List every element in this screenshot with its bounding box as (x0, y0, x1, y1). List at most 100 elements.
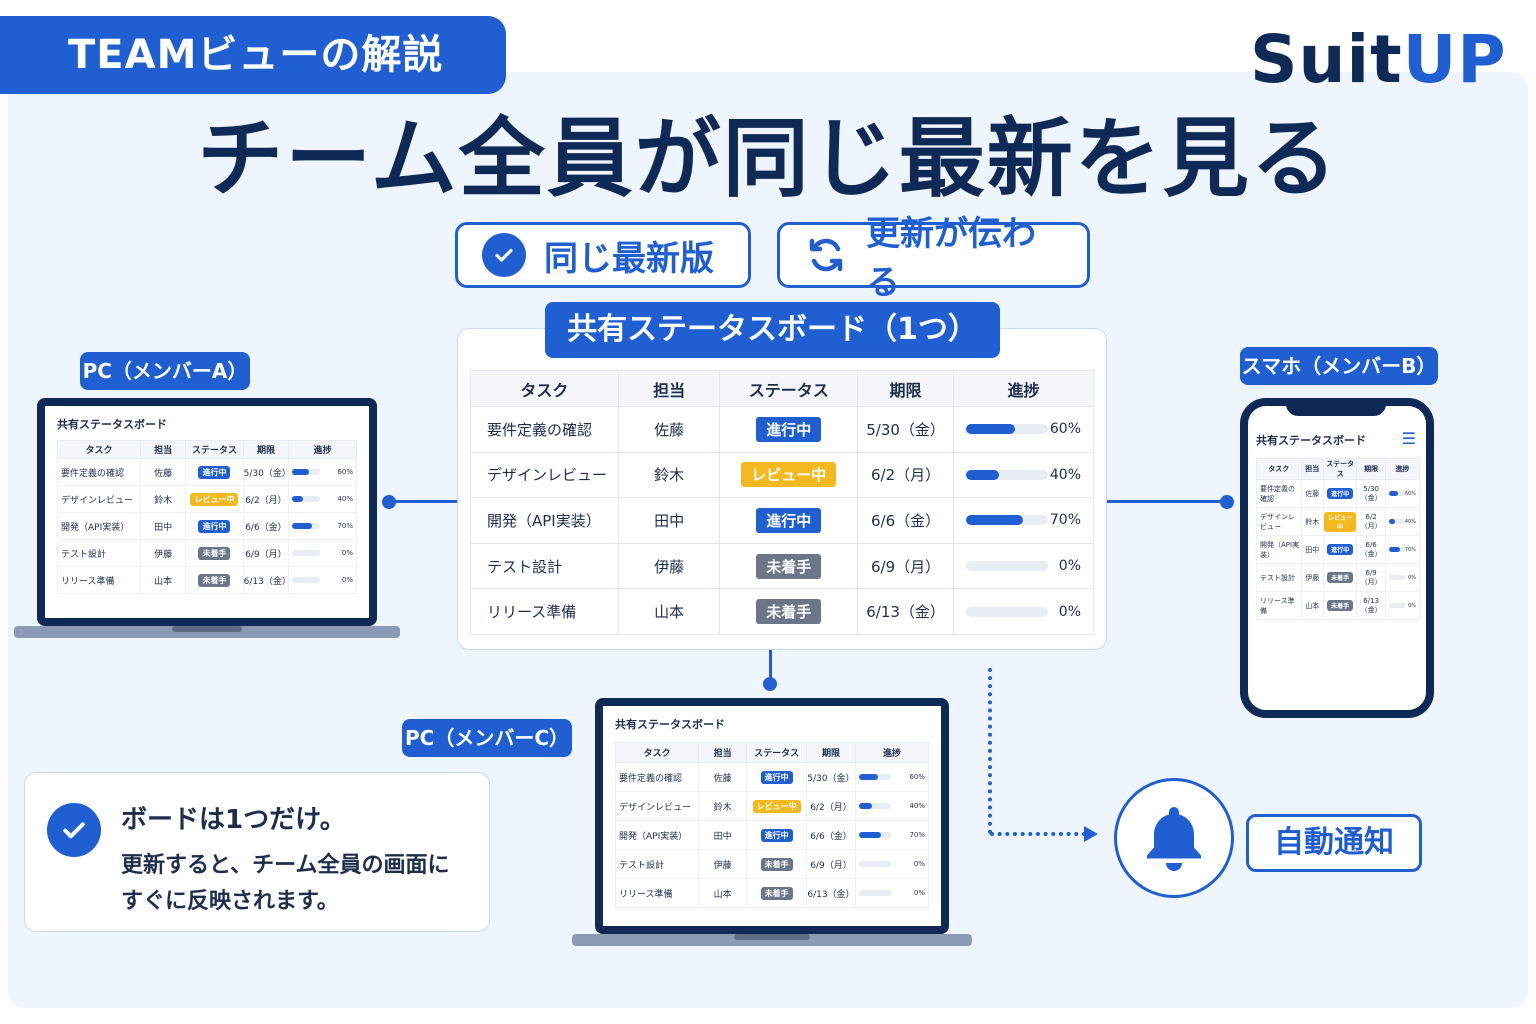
progress-label: 0% (913, 860, 925, 868)
progress-cell: 60% (952, 406, 1095, 453)
status-cell: 進行中 (185, 512, 244, 540)
owner-cell: 伊藤 (698, 849, 748, 879)
status-cell: 未着手 (719, 588, 859, 635)
status-cell: 未着手 (185, 539, 244, 567)
progress-fill (858, 832, 882, 838)
progress-cell: 40% (288, 485, 357, 513)
column-header: 担当 (698, 742, 748, 763)
owner-cell: 鈴木 (617, 451, 721, 499)
progress-bar (1388, 547, 1405, 552)
note-line-3: すぐに反映されます。 (121, 889, 339, 914)
owner-cell: 田中 (698, 820, 748, 850)
owner-cell: 鈴木 (1300, 507, 1324, 536)
progress-wrap: 40% (1386, 519, 1419, 525)
connector-left (390, 500, 457, 503)
note-line-1: ボードは1つだけ。 (121, 805, 346, 835)
status-badge: 進行中 (1327, 544, 1354, 555)
check-circle-icon (47, 803, 101, 857)
owner-cell: 田中 (139, 512, 187, 540)
bell-circle (1114, 778, 1234, 898)
owner-cell: 伊藤 (1300, 563, 1324, 592)
due-cell: 5/30（金） (857, 406, 954, 453)
due-cell: 6/6（金） (806, 820, 856, 850)
column-header: 期限 (1356, 458, 1386, 480)
column-header-row: タスク担当ステータス期限進捗 (1256, 458, 1421, 480)
status-cell: 未着手 (746, 878, 807, 908)
task-cell: リリース準備 (470, 588, 619, 635)
progress-wrap: 70% (289, 522, 356, 530)
note-line-2: 更新すると、チーム全員の画面に (121, 853, 450, 878)
progress-cell: 70% (1384, 535, 1421, 564)
owner-cell: 山本 (139, 566, 187, 594)
progress-label: 70% (909, 831, 925, 839)
phone-b-notch (1286, 398, 1386, 416)
progress-label: 0% (1408, 602, 1416, 609)
status-cell: 進行中 (719, 406, 859, 453)
pill-same-latest-label: 同じ最新版 (544, 238, 714, 279)
connector-bottom-dot (763, 677, 777, 691)
progress-cell: 60% (1384, 479, 1421, 508)
progress-cell: 60% (854, 762, 930, 792)
status-cell: 進行中 (746, 820, 807, 850)
progress-label: 0% (1408, 574, 1416, 581)
task-cell: 要件定義の確認 (1256, 479, 1302, 508)
connector-bottom (769, 650, 772, 684)
task-cell: テスト設計 (614, 849, 700, 879)
progress-label: 0% (913, 889, 925, 897)
label-pc-c: PC（メンバーC） (402, 719, 572, 757)
progress-wrap: 0% (954, 558, 1093, 574)
menu-icon[interactable]: ☰ (1401, 429, 1416, 448)
progress-cell: 60% (288, 458, 357, 486)
progress-bar (292, 550, 321, 556)
progress-bar (858, 861, 891, 867)
task-cell: 要件定義の確認 (614, 762, 700, 792)
status-badge: レビュー中 (190, 492, 239, 506)
owner-cell: 田中 (617, 497, 721, 544)
pc-c-board-title: 共有ステータスボード (615, 718, 725, 731)
due-cell: 6/9（月） (242, 539, 290, 567)
status-badge: 進行中 (198, 519, 231, 533)
progress-wrap: 60% (1386, 491, 1419, 497)
due-cell: 6/13（金） (1356, 591, 1386, 620)
status-cell: 進行中 (719, 497, 859, 544)
progress-cell: 40% (952, 451, 1095, 499)
progress-cell: 0% (1384, 563, 1421, 592)
owner-cell: 山本 (617, 588, 721, 635)
progress-label: 40% (337, 495, 353, 503)
progress-bar (292, 496, 321, 502)
column-header: 期限 (857, 370, 954, 407)
progress-wrap: 0% (289, 576, 356, 584)
column-header-row: タスク担当ステータス期限進捗 (57, 440, 357, 459)
progress-fill (292, 496, 304, 502)
progress-cell: 0% (854, 878, 930, 908)
task-cell: リリース準備 (1256, 591, 1302, 620)
progress-cell: 0% (1384, 591, 1421, 620)
due-cell: 6/13（金） (242, 566, 291, 594)
progress-fill (858, 803, 872, 809)
headline: チーム全員が同じ最新を見る (197, 109, 1339, 209)
column-header: ステータス (719, 370, 859, 407)
progress-fill (965, 515, 1024, 526)
status-badge: 未着手 (1327, 600, 1354, 611)
progress-wrap: 0% (289, 549, 356, 557)
progress-wrap: 60% (954, 421, 1093, 437)
progress-fill (292, 523, 312, 529)
column-header: 進捗 (288, 440, 357, 459)
progress-wrap: 0% (954, 604, 1093, 620)
progress-label: 60% (1049, 421, 1081, 438)
progress-bar (965, 561, 1048, 572)
task-cell: デザインレビュー (470, 451, 619, 499)
pc-c-base (572, 934, 972, 946)
due-cell: 6/9（月） (1356, 563, 1386, 592)
status-cell: レビュー中 (746, 791, 807, 821)
